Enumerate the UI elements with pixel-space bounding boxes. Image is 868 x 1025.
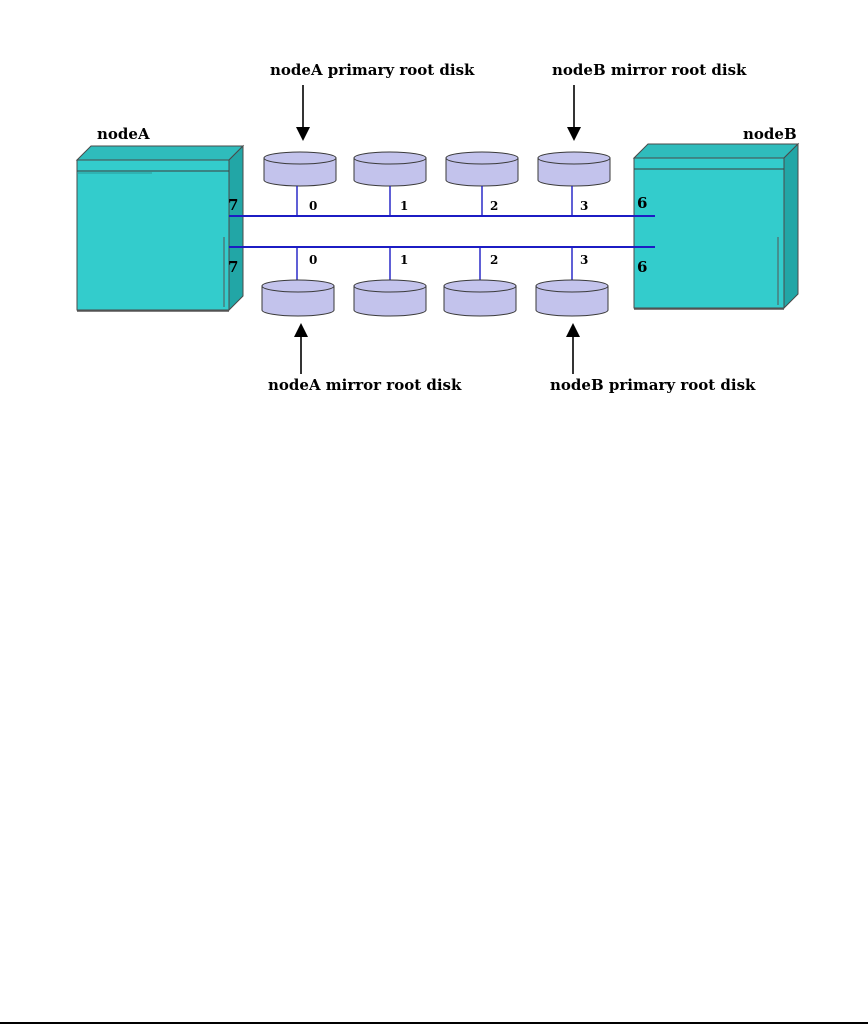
disk-bottom-2	[443, 279, 517, 317]
disk-top-0	[263, 151, 337, 187]
node-b-port-top-label: 6	[637, 194, 647, 212]
disk-top-1	[353, 151, 427, 187]
disk-top-face	[353, 279, 427, 293]
disk-body	[535, 285, 609, 317]
callout-node-a-mirror: nodeA mirror root disk	[268, 376, 462, 394]
node-a-server-side	[228, 144, 244, 312]
disk-top-face	[263, 151, 337, 165]
node-a-server-top	[75, 145, 245, 161]
node-b-server-top	[632, 143, 800, 159]
disk-top-face	[443, 279, 517, 293]
node-b-server	[632, 142, 800, 310]
bottom-target-label: 3	[580, 253, 588, 267]
callout-node-b-mirror: nodeB mirror root disk	[552, 61, 747, 79]
disk-bottom-3	[535, 279, 609, 317]
bottom-target-label: 2	[490, 253, 498, 267]
disk-body	[261, 285, 335, 317]
disk-bottom-0	[261, 279, 335, 317]
top-target-label: 0	[309, 199, 317, 213]
arrow-down-icon	[296, 85, 310, 141]
arrow-up-icon	[566, 323, 580, 374]
node-a-server	[75, 144, 245, 312]
disk-body	[445, 157, 519, 187]
disk-top-face	[261, 279, 335, 293]
page-bottom-rule	[0, 1022, 868, 1024]
node-b-server-front	[633, 157, 785, 309]
top-target-label: 3	[580, 199, 588, 213]
disk-top-3	[537, 151, 611, 187]
node-b-server-side	[783, 142, 799, 310]
disk-top-face	[445, 151, 519, 165]
top-target-label: 2	[490, 199, 498, 213]
bottom-target-label: 0	[309, 253, 317, 267]
top-target-label: 1	[400, 199, 408, 213]
callout-node-a-primary: nodeA primary root disk	[270, 61, 475, 79]
disk-body	[353, 157, 427, 187]
disk-top-2	[445, 151, 519, 187]
disk-top-face	[535, 279, 609, 293]
disk-top-face	[353, 151, 427, 165]
disk-bottom-1	[353, 279, 427, 317]
node-a-server-front	[76, 159, 230, 311]
disk-body	[443, 285, 517, 317]
node-b-label: nodeB	[743, 125, 797, 143]
callout-node-b-primary: nodeB primary root disk	[550, 376, 756, 394]
disk-body	[537, 157, 611, 187]
node-a-label: nodeA	[97, 125, 150, 143]
disk-body	[353, 285, 427, 317]
arrow-up-icon	[294, 323, 308, 374]
node-b-port-bottom-label: 6	[637, 258, 647, 276]
node-a-port-top-label: 7	[228, 196, 238, 214]
node-a-port-bottom-label: 7	[228, 258, 238, 276]
disk-body	[263, 157, 337, 187]
disk-top-face	[537, 151, 611, 165]
arrow-down-icon	[567, 85, 581, 141]
bottom-target-label: 1	[400, 253, 408, 267]
